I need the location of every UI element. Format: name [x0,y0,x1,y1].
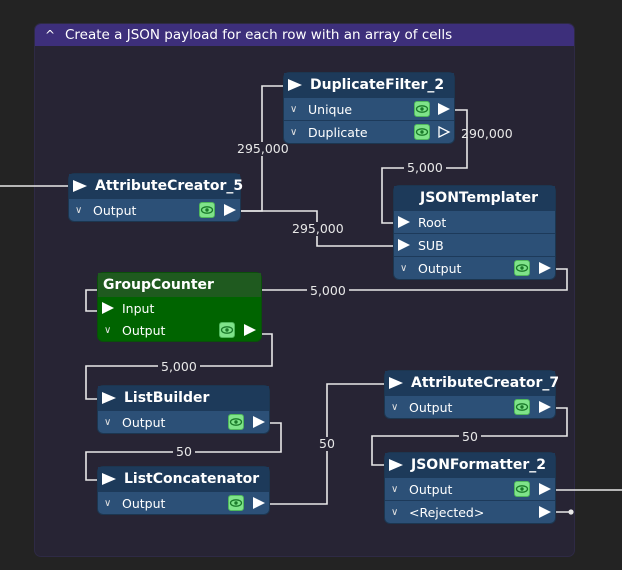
eye-icon[interactable] [199,202,215,218]
input-arrow-icon[interactable] [398,216,410,231]
wire-count-duplicate: 290,000 [461,126,513,141]
node-title: ListConcatenator [124,471,260,487]
node-duplicatefilter[interactable]: DuplicateFilter_2 ∨ Unique ∨ Duplicate [284,73,454,143]
wire-count-gc-lb: 5,000 [158,360,200,374]
output-arrow-hollow-icon[interactable] [438,125,451,141]
wire-count-unique-root: 5,000 [404,161,446,175]
port-label: Output [93,202,137,218]
port-label: <Rejected> [409,504,485,520]
wire-count-templater-gc: 5,000 [307,284,349,298]
output-arrow-icon[interactable] [539,401,551,416]
input-arrow-icon[interactable] [102,473,116,489]
bookmark-header[interactable]: ^ Create a JSON payload for each row wit… [35,24,574,46]
port-output[interactable]: ∨ Output [394,256,555,279]
port-rejected[interactable]: ∨ <Rejected> [385,500,555,523]
output-arrow-icon[interactable] [244,324,256,339]
port-output[interactable]: ∨ Output [385,395,555,418]
port-label: Output [122,495,166,511]
eye-icon[interactable] [219,322,235,338]
chevron-down-icon[interactable]: ∨ [104,416,112,428]
chevron-down-icon[interactable]: ∨ [290,103,298,115]
node-jsontemplater[interactable]: JSONTemplater Root SUB ∨ Output [394,186,555,279]
node-title: AttributeCreator_5 [95,178,244,194]
eye-icon[interactable] [514,260,530,276]
input-arrow-icon[interactable] [389,377,403,393]
input-arrow-icon[interactable] [288,79,302,95]
input-arrow-icon[interactable] [73,180,87,196]
chevron-down-icon[interactable]: ∨ [290,126,298,138]
port-output[interactable]: ∨ Output [98,319,261,341]
port-label: Output [409,481,453,497]
port-label: Output [418,260,462,276]
port-label: Input [122,300,155,316]
eye-icon[interactable] [514,399,530,415]
port-input[interactable]: Input [98,297,261,319]
chevron-down-icon[interactable]: ∨ [391,401,399,413]
node-jsonformatter[interactable]: JSONFormatter_2 ∨ Output ∨ <Rejected> [385,453,555,523]
port-unique[interactable]: ∨ Unique [284,97,454,120]
wire-count-lb-lc: 50 [173,445,195,459]
chevron-down-icon[interactable]: ∨ [391,506,399,518]
node-listbuilder[interactable]: ListBuilder ∨ Output [98,386,269,433]
wire-count-ac5-dup: 295,000 [234,142,292,156]
node-attributecreator-7[interactable]: AttributeCreator_7 ∨ Output [385,371,559,418]
rejected-dot [568,509,574,515]
input-arrow-icon[interactable] [102,392,116,408]
node-title: AttributeCreator_7 [411,375,560,391]
port-output[interactable]: ∨ Output [69,198,240,221]
node-attributecreator-5[interactable]: AttributeCreator_5 ∨ Output [69,174,244,221]
wire-count-lc-ac7: 50 [316,437,338,451]
chevron-down-icon[interactable]: ∨ [75,204,83,216]
node-title: JSONTemplater [420,190,539,206]
port-label: Root [418,214,447,230]
input-arrow-icon[interactable] [389,459,403,475]
port-label: Output [122,322,166,338]
output-arrow-icon[interactable] [539,506,551,521]
node-title: ListBuilder [124,390,210,406]
output-arrow-icon[interactable] [539,262,551,277]
node-listconcatenator[interactable]: ListConcatenator ∨ Output [98,467,269,514]
port-label: SUB [418,237,444,253]
input-arrow-icon[interactable] [398,239,410,254]
output-arrow-icon[interactable] [539,483,551,498]
output-arrow-icon[interactable] [438,103,450,118]
output-arrow-icon[interactable] [224,204,236,219]
output-arrow-icon[interactable] [253,497,265,512]
port-duplicate[interactable]: ∨ Duplicate [284,120,454,143]
node-title: DuplicateFilter_2 [310,77,445,93]
output-arrow-icon[interactable] [253,416,265,431]
chevron-down-icon[interactable]: ∨ [391,483,399,495]
port-root[interactable]: Root [394,210,555,233]
eye-icon[interactable] [414,101,430,117]
port-sub[interactable]: SUB [394,233,555,256]
node-groupcounter[interactable]: GroupCounter Input ∨ Output [98,273,261,341]
bookmark-title: Create a JSON payload for each row with … [65,27,453,43]
port-output[interactable]: ∨ Output [385,477,555,500]
port-output[interactable]: ∨ Output [98,491,269,514]
port-label: Unique [308,101,353,117]
eye-icon[interactable] [414,124,430,140]
port-label: Output [122,414,166,430]
chevron-down-icon[interactable]: ∨ [400,262,408,274]
eye-icon[interactable] [228,495,244,511]
node-title: GroupCounter [103,277,214,293]
chevron-down-icon[interactable]: ∨ [104,497,112,509]
input-arrow-icon[interactable] [102,302,114,317]
node-title: JSONFormatter_2 [411,457,546,473]
port-output[interactable]: ∨ Output [98,410,269,433]
chevron-down-icon[interactable]: ∨ [104,324,112,336]
eye-icon[interactable] [514,481,530,497]
port-label: Output [409,399,453,415]
chevron-up-icon[interactable]: ^ [44,28,56,42]
port-label: Duplicate [308,124,368,140]
eye-icon[interactable] [228,414,244,430]
wire-count-ac5-sub: 295,000 [289,222,347,236]
wire-count-ac7-fmt: 50 [459,430,481,444]
